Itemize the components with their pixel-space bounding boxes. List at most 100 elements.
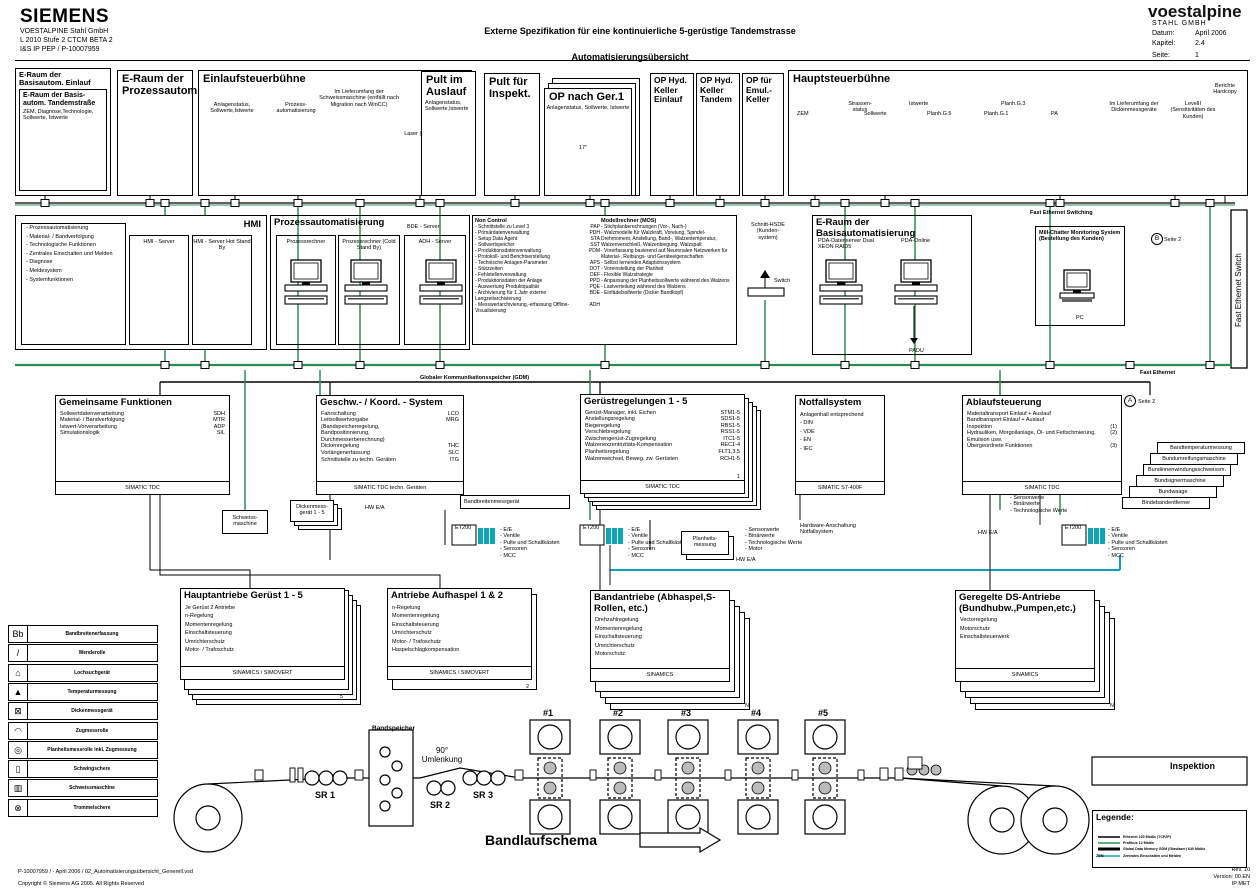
eraum-basis-einlauf-title: E-Raum der Basisautom. Einlauf [19,70,91,87]
ablauf-row: Materialtransport Einlauf + Auslauf [963,411,1121,418]
ablauf-title: Ablaufsteuerung [966,397,1042,408]
net-legend-3: Zentrales Einschalten und Melden [1123,854,1182,858]
adh-server[interactable]: ADH - Server [404,235,466,345]
gemeinsame-funktionen-box: Gemeinsame Funktionen Sollwertdatenverar… [55,395,230,495]
hmi-list-6: - Systemfunktionen [26,276,74,283]
voestalpine-sub: STAHL GMBH [1152,20,1207,27]
geruest-label: Gerüst-Manager, inkl. Eichen [585,409,656,416]
band-item-2: Einschaltsteuerung [595,634,642,641]
geruest-label: Anstellungsregelung [585,416,635,423]
notfall-title: Notfallsystem [799,397,862,408]
mos-item: - Lastverteilung während des Walzens [601,284,686,291]
geschw-label: Leitsollwertvorgabe [321,417,369,424]
einlauf-title: Einlaufsteuerbühne [203,73,306,85]
non-control-title: Non Control [475,218,507,224]
geschw-title: Geschw.- / Koord. - System [320,397,443,408]
network-legend: Legende: Ethernet 100 Mbit/s (TCP/IP) Pr… [1092,810,1247,868]
geschw-label: (Bandspeicherregelung, [321,423,380,430]
et200-label-2: ET200 [583,525,600,531]
aufhaspel-item-2: Einschaltsteuerung [392,621,439,628]
geruest-code: STM1-5 [720,409,740,416]
eraum-prozess-title: E-Raum der Prozessautom. [122,73,201,97]
mos-title: Modellrechner (MOS) [601,218,657,224]
geschw-row: Bandpositionierung, [317,430,463,437]
haupt-item-3: Einschaltsteuerung [185,630,232,637]
pult-inspekt-box: Pult für Inspekt. [484,73,540,196]
ablauf-label: Hydrauliken, Morgoilanlage, Öl- und Fett… [967,430,1096,443]
hw-ea-label-3: HW E/A [978,530,998,536]
legend-row: ⌂Lochsuchgerät [8,663,158,682]
hmi-server-1[interactable]: HMI - Server [129,235,189,345]
hw-ea-label-2: HW E/A [736,557,756,563]
op-ger-monitor: 17" [579,145,588,151]
hw-ea-label-1: HW E/A [365,505,385,511]
op-ger-box: OP nach Ger.1 Anlagenstatus, Sollwerte, … [544,88,632,196]
geschw-code: SLC [448,450,459,457]
geschw-label: Schnittstelle zu techn. Geräten [321,456,396,463]
geruest-code: ITC1-5 [723,435,740,442]
notfall-box: Notfallsystem Anlagenhall entsprechend -… [795,395,885,495]
legend-row: ▲Temperaturmessung [8,682,158,701]
pult-auslauf-title: Pult im Auslauf [426,74,467,98]
hmi-list-box: - Prozessautomatisierung - Material- / B… [21,223,126,345]
legend-symbol-icon: ◎ [9,741,28,758]
prozessrechner-1-label: Prozessrechner [286,239,326,245]
aufhaspel-stack-label: 2 [526,684,530,690]
mos-item: - Einfädelsollwerte (Dicker Bandkopf) [601,290,684,297]
legend-row: ▥Schweissmaschine [8,779,158,798]
meta-seite-value: 1 [1195,52,1199,59]
sr3-label: SR 3 [473,790,494,800]
stand-4-label: #4 [751,708,762,718]
geschw-row: (Bandspeicherregelung, [317,424,463,431]
meta-kapitel-key: Kapitel: [1152,40,1176,47]
haupt-label-zem: ZEM [797,111,809,117]
prozessrechner-1[interactable]: Prozessrechner [276,235,336,345]
net-legend-2: Global Data Memory GDM (Glasfaser) 640 M… [1123,847,1206,851]
aufhaspel-item-0: n-Regelung [392,604,421,611]
geruest-code: RCH1-5 [720,455,740,462]
legend-symbol-icon: ⊗ [9,799,28,816]
footer-version: Version: 00.EN [1213,874,1250,880]
mill-chatter-box: Mill-Chatter Monitoring System (Bestellu… [1035,226,1125,326]
prozessrechner-2[interactable]: Prozessrechner (Cold Stand By) [338,235,400,345]
hmi-title: HMI [243,219,261,230]
fast-eth-label: Fast Ethernet [1140,370,1176,376]
aufhaspel-footer: SINAMICS / SIMOVERT [388,666,531,679]
notfall-4: - IEC [800,445,813,452]
gemeinsame-title: Gemeinsame Funktionen [59,397,172,408]
seite2-a-marker[interactable]: A [1124,395,1136,407]
geruest-label: Walzenwechsel, Beweg. zw. Gerüsten [585,455,679,462]
haupt-label-planh1: Planh.G.1 [984,111,1009,117]
siemens-logo: SIEMENS [20,6,110,27]
aufhaspel-title: Antriebe Aufhaspel 1 & 2 [391,590,504,601]
legend-symbol-icon: ⊠ [9,703,28,720]
geschw-label: Fahrschaltung [321,410,356,417]
legend-row: ◠Zugmessrolle [8,721,158,740]
notfall-3: - EN [800,437,811,444]
mos-item: - Voreinstellung der Planheit [601,266,664,273]
seite2-b-marker[interactable]: B [1151,233,1163,245]
geruest-row: Gerüst-Manager, inkl. Eichen STM1-5 [581,410,744,417]
band-stack-label: N [745,703,749,709]
pda-label: PDA-Datenserver Dual XEON RAID5 [818,238,874,251]
aufhaspel-box: Antriebe Aufhaspel 1 & 2 n-Regelung Mome… [387,588,532,680]
einlauf-label-3: Im Lieferumfang der Schweissmaschine (en… [319,89,399,108]
ds-item-0: Vectorregelung [960,617,997,623]
net-legend-1: Profibus 12 Mbit/s [1123,841,1154,845]
op-hyd-tandem-box: OP Hyd. Keller Tandem [696,73,740,196]
hmi-server-2[interactable]: HMI - Server Hot Stand By [192,235,252,345]
geruest-label: Planheitsregelung [585,449,630,456]
company-line-3: I&S IP PEP / P-10007959 [20,46,100,53]
mos-col: Modellrechner (MOS) - Stichplanberechnun… [601,218,735,296]
gemeinsam-footer: SIMATIC TDC [56,481,229,494]
